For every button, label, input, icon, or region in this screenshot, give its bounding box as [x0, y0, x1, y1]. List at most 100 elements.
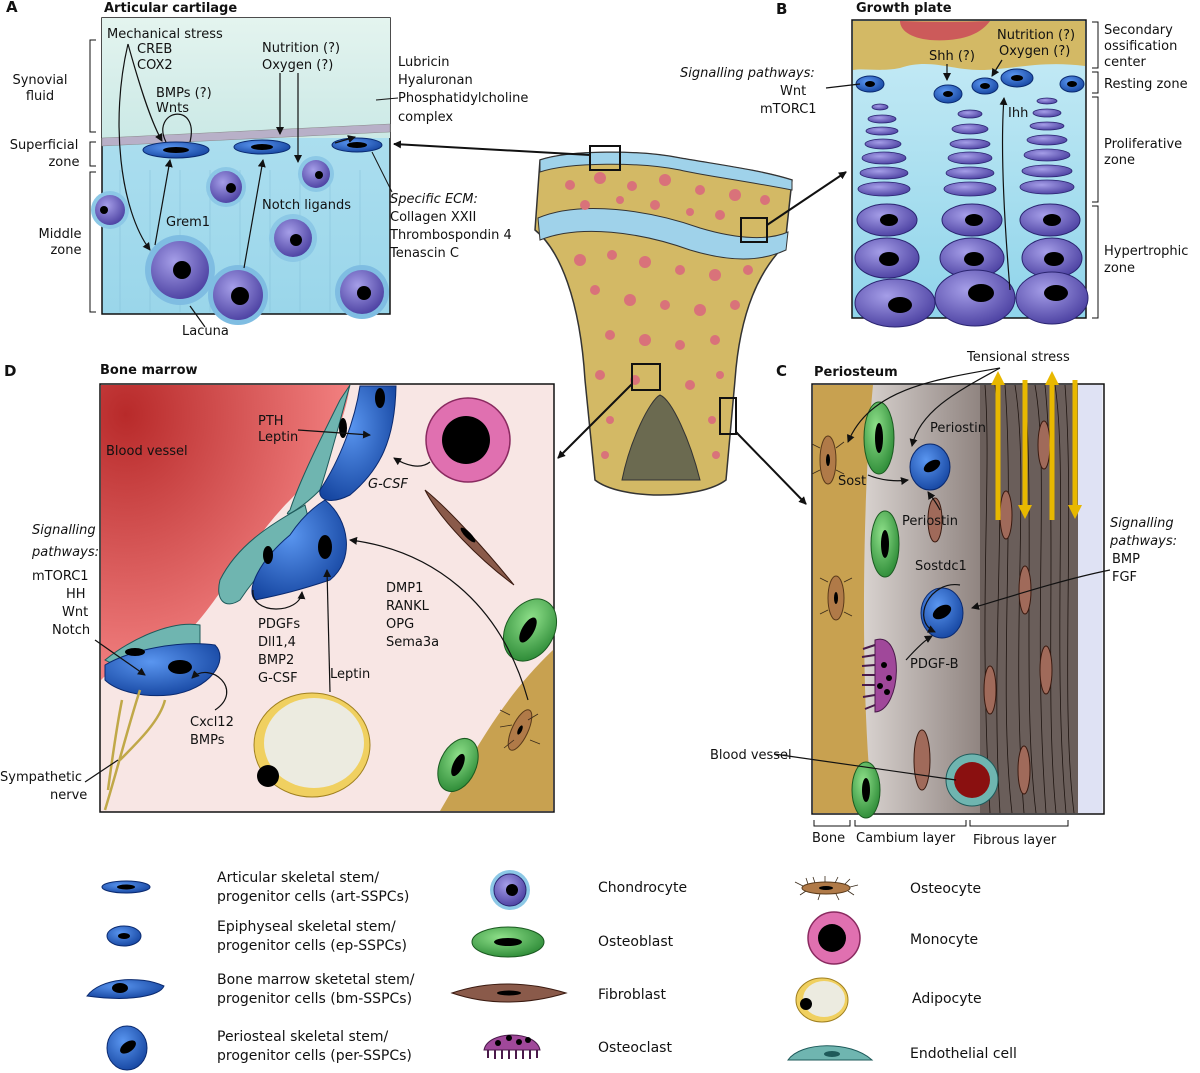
osteoblasts-c — [851, 401, 900, 819]
c-signalling-2: pathways: — [1109, 534, 1177, 549]
proliferative-label-1: Proliferative — [1104, 137, 1182, 152]
panel-d: D Bone marrow — [0, 362, 558, 813]
notch-ligands-label: Notch ligands — [262, 198, 351, 213]
superficial-label-2: zone — [48, 155, 79, 170]
bone-label: Bone — [812, 831, 845, 846]
lubricin-label-1: Lubricin — [398, 55, 449, 70]
lubricin-label-2: Hyaluronan — [398, 73, 473, 88]
pdgfb-label: PDGF-B — [910, 657, 959, 672]
panel-b: B Growth plate — [680, 0, 1188, 328]
ecm-item-3: Tenascin C — [389, 246, 459, 261]
b-nutrition-label: Nutrition (?) — [997, 28, 1075, 43]
bone-articular-cap — [539, 151, 793, 191]
grem1-label: Grem1 — [166, 215, 210, 230]
tensional-label: Tensional stress — [966, 350, 1070, 365]
legend-bm-1: Bone marrow sketetal stem/ — [217, 972, 415, 988]
bone-marrow-blood-vessel — [101, 385, 350, 680]
panel-a: A Articular cartilage Mechanical stress — [6, 0, 528, 339]
pth-label: PTH — [258, 414, 284, 429]
mechanical-stress-label: Mechanical stress — [107, 27, 223, 42]
cambium-label: Cambium layer — [856, 831, 956, 846]
panel-b-brackets — [1092, 21, 1099, 319]
legend-adipocyte: Adipocyte — [795, 977, 982, 1023]
d-pathway-3: Wnt — [62, 605, 88, 620]
legend: Articular skeletal stem/ progenitor cell… — [86, 870, 1017, 1071]
lubricin-label-3: Phosphatidylcholine — [398, 91, 528, 106]
pdgfs-4: G-CSF — [258, 671, 298, 686]
legend-per-1: Periosteal skeletal stem/ — [217, 1029, 389, 1045]
sost-label: Sost — [838, 474, 866, 489]
proliferative-columns — [857, 97, 1075, 197]
superficial-label-1: Superficial — [10, 138, 79, 153]
sympathetic-nerve — [103, 689, 167, 811]
pdgfs-1: PDGFs — [258, 617, 300, 632]
monocyte-d — [425, 397, 511, 483]
panel-a-arrows — [118, 43, 356, 328]
legend-per-sspc: Periosteal skeletal stem/ progenitor cel… — [106, 1025, 412, 1071]
legend-per-2: progenitor cells (per-SSPCs) — [217, 1048, 412, 1064]
cxcl12-1: Cxcl12 — [190, 715, 234, 730]
periostin-label-1: Periostin — [930, 421, 986, 436]
hypertrophic-cells — [854, 203, 1089, 328]
legend-chondrocyte: Chondrocyte — [490, 870, 687, 910]
b-mtorc1-label: mTORC1 — [760, 102, 817, 117]
gcsf-label: G-CSF — [368, 477, 408, 492]
bone-growth-plate — [537, 208, 789, 260]
b-signalling-label: Signalling pathways: — [680, 66, 815, 81]
legend-fibroblast: Fibroblast — [450, 983, 666, 1003]
fibrous-label: Fibrous layer — [973, 833, 1057, 848]
shh-label: Shh (?) — [929, 49, 975, 64]
wnts-label: Wnts — [156, 101, 189, 116]
dmp1-2: RANKL — [386, 599, 430, 614]
panel-d-letter: D — [4, 362, 16, 380]
panel-a-title: Articular cartilage — [104, 1, 237, 16]
secondary-label-3: center — [1104, 55, 1146, 70]
zoom-arrows — [393, 140, 847, 505]
legend-art-sspc: Articular skeletal stem/ progenitor cell… — [101, 870, 409, 905]
c-signal-fgf: FGF — [1112, 570, 1137, 585]
b-wnt-label: Wnt — [780, 84, 806, 99]
d-signalling-1: Signalling — [32, 523, 96, 538]
bm-sspc-chain — [104, 385, 397, 697]
trabecular-spots — [565, 172, 770, 459]
panel-c-letter: C — [776, 362, 787, 380]
middle-label-1: Middle — [39, 227, 82, 242]
panel-d-arrows — [84, 429, 529, 783]
legend-osteoblast-label: Osteoblast — [598, 934, 674, 950]
legend-ep-sspc: Epiphyseal skeletal stem/ progenitor cel… — [106, 919, 407, 954]
osteoclast-c — [861, 638, 897, 713]
legend-osteocyte-label: Osteocyte — [910, 881, 981, 897]
dmp1-1: DMP1 — [386, 581, 423, 596]
periostin-label-2: Periostin — [902, 514, 958, 529]
d-signalling-2: pathways: — [31, 545, 99, 560]
d-leptin2-label: Leptin — [330, 667, 370, 682]
chondrocytes — [91, 156, 389, 325]
legend-bm-sspc: Bone marrow sketetal stem/ progenitor ce… — [86, 972, 415, 1007]
ep-sspc-cells — [855, 68, 1085, 104]
legend-monocyte: Monocyte — [807, 911, 978, 965]
legend-endothelial-label: Endothelial cell — [910, 1046, 1017, 1062]
sympathetic-1: Sympathetic — [0, 770, 82, 785]
panel-c-title: Periosteum — [814, 365, 898, 380]
sympathetic-2: nerve — [50, 788, 87, 803]
bmps-label: BMPs (?) — [156, 86, 212, 101]
art-sspc-cells — [142, 137, 383, 159]
dmp1-4: Sema3a — [386, 635, 439, 650]
panel-d-title: Bone marrow — [100, 363, 198, 378]
osteocyte-d — [499, 709, 541, 751]
middle-label-2: zone — [50, 243, 81, 258]
d-pathway-2: HH — [66, 587, 86, 602]
hypertrophic-label-1: Hypertrophic — [1104, 244, 1188, 259]
panel-b-title: Growth plate — [856, 1, 952, 16]
ecm-pointer — [371, 151, 393, 193]
d-leptin-label: Leptin — [258, 430, 298, 445]
legend-osteoclast-label: Osteoclast — [598, 1040, 672, 1056]
zoom-boxes — [589, 145, 768, 435]
legend-osteoblast: Osteoblast — [471, 926, 674, 958]
tensional-arrows — [991, 371, 1082, 520]
legend-osteocyte: Osteocyte — [794, 876, 981, 901]
synovial-label-2: fluid — [26, 89, 54, 104]
panel-c-brackets — [813, 820, 1069, 827]
